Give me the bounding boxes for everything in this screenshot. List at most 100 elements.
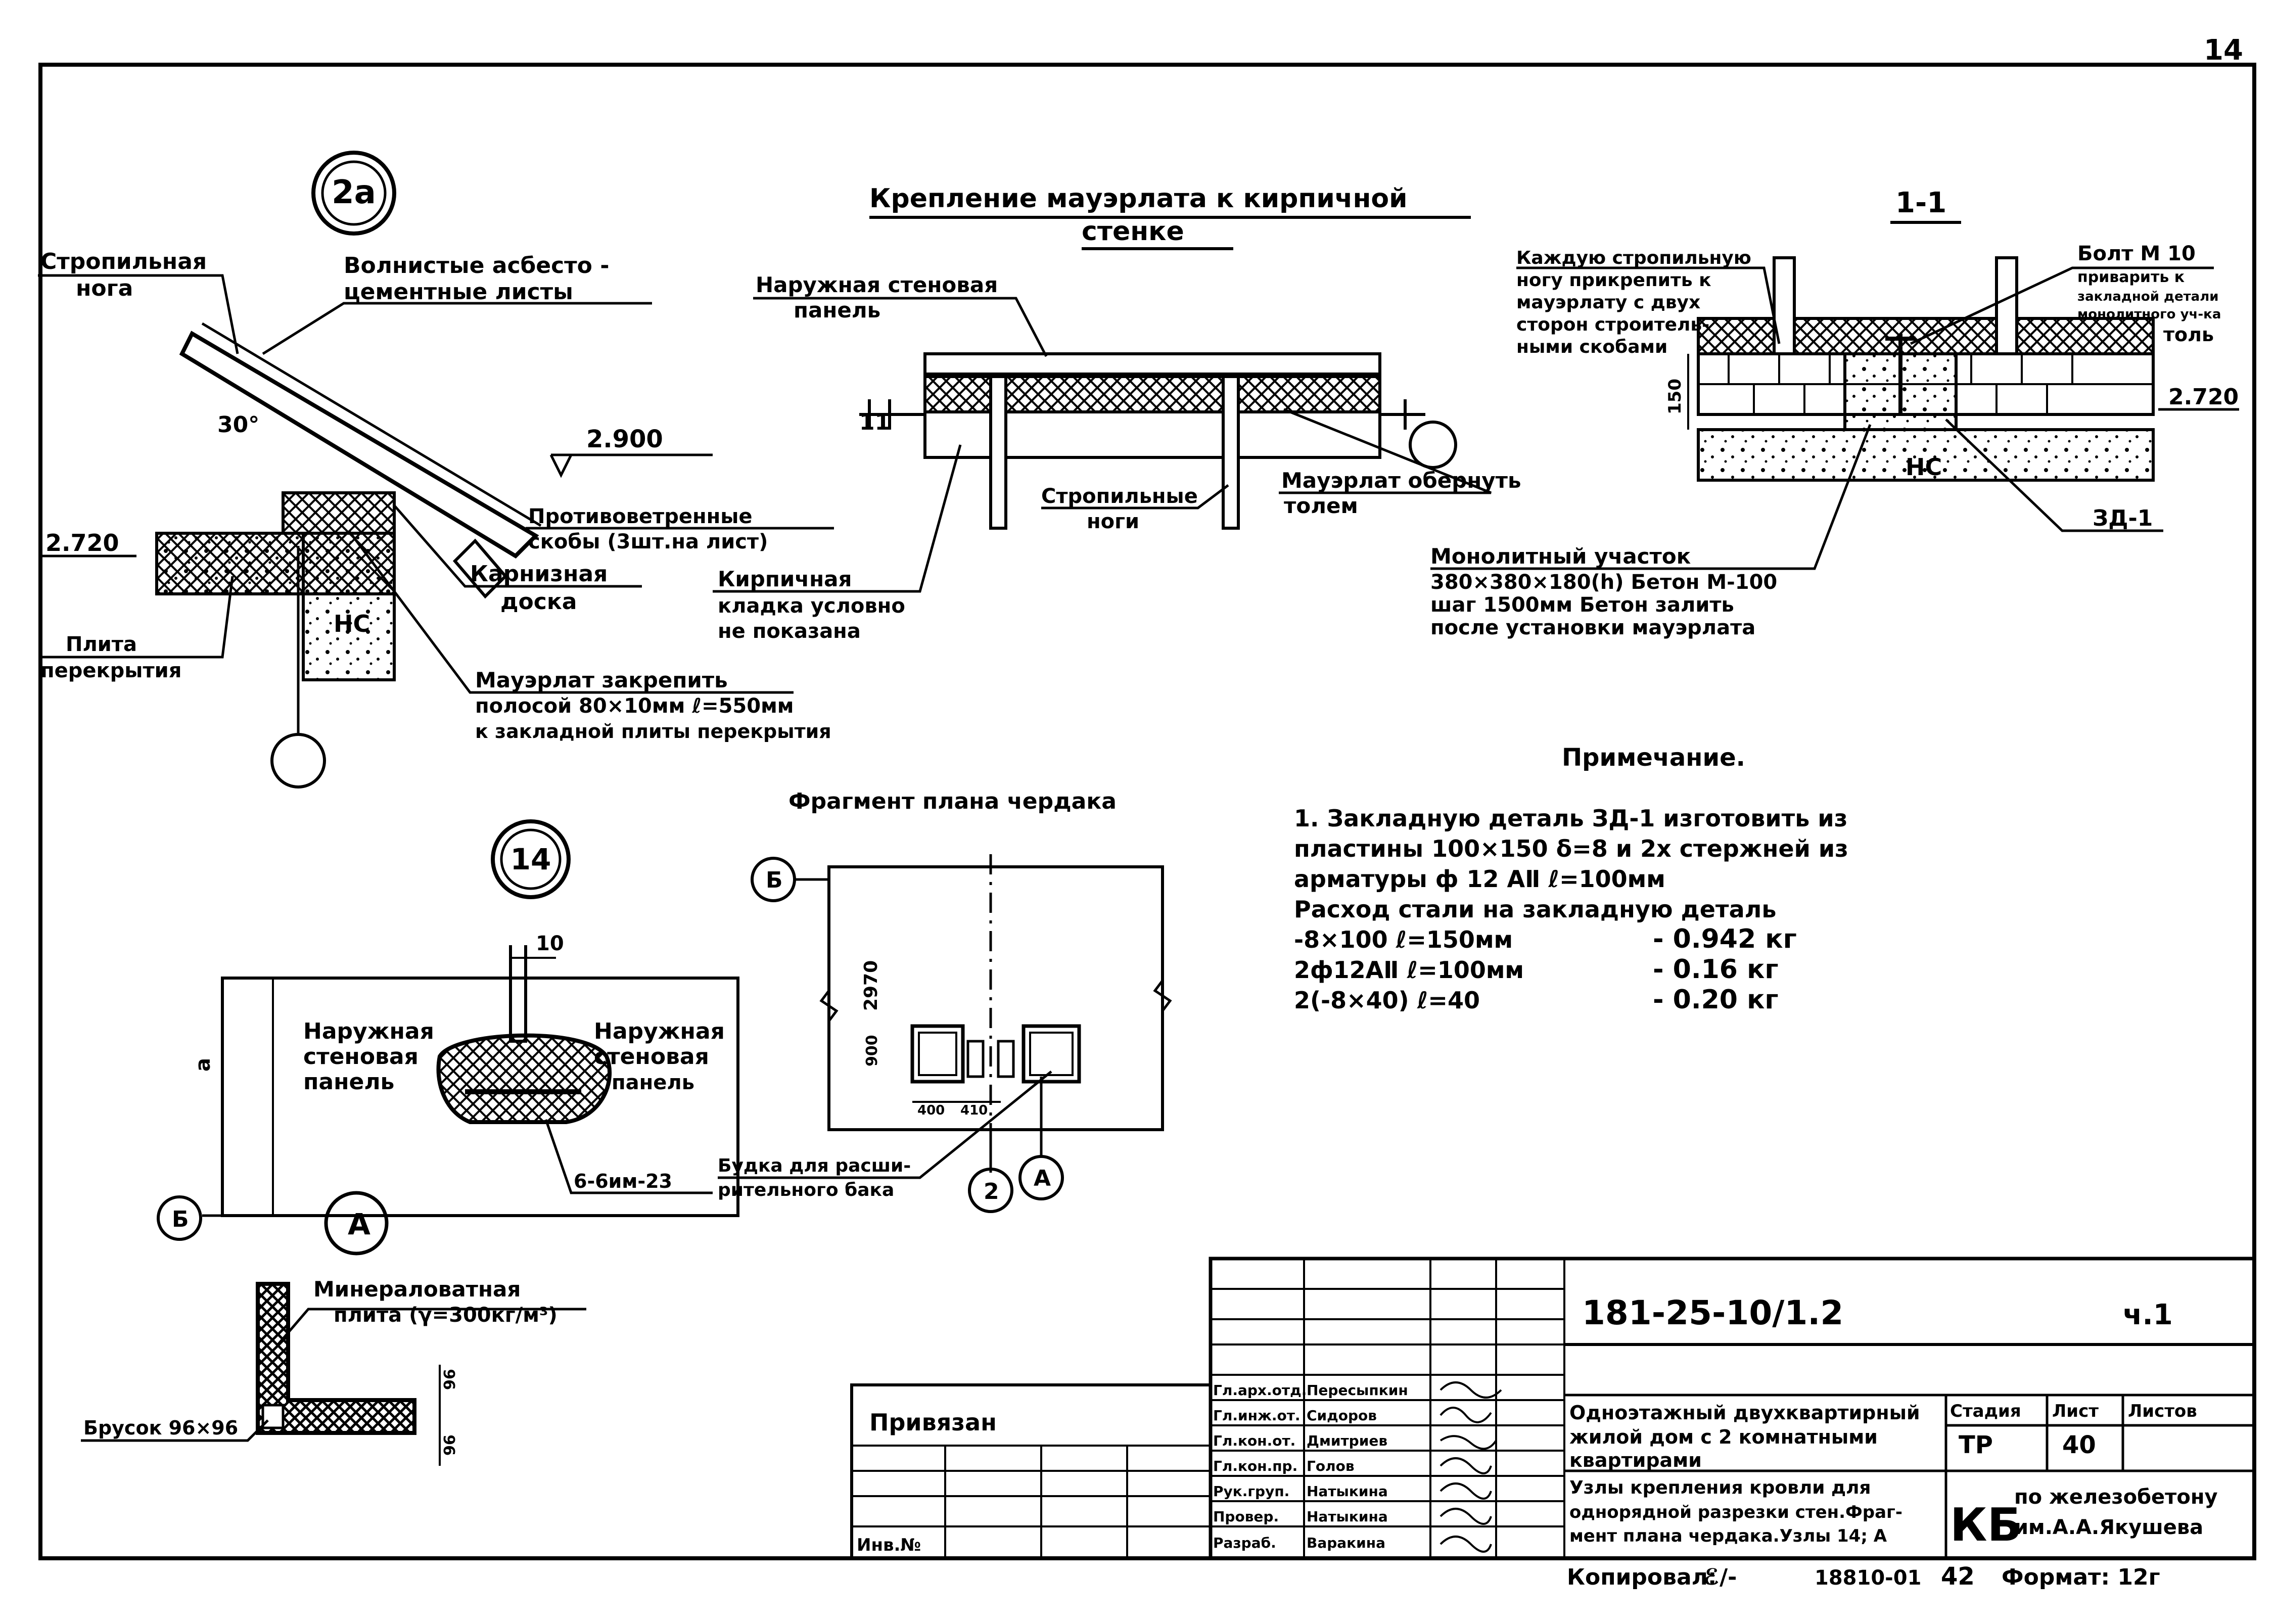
label-rafters-2: ноги [1087, 510, 1139, 533]
plan-lower [923, 410, 1381, 459]
label-zd: ЗД-1 [2093, 505, 2153, 531]
detail-2a-bubble [311, 151, 396, 236]
leader-zd [1945, 419, 2163, 532]
label-mauerlat-fix-1: Мауэрлат закрепить [475, 668, 728, 692]
main-title-line2: стенке [1082, 216, 1184, 247]
label-monolith-4: после установки мауэрлата [1430, 616, 1755, 639]
leader-rafters [1041, 484, 1229, 509]
mauerlat-plan: 11 Наружная стеновая панель Стропильные … [713, 272, 1521, 643]
label-panel-1: Наружная стеновая [756, 272, 998, 297]
label-windproof-2: скобы (3шт.на лист) [528, 530, 768, 553]
detail-14: 14 10 Наружная стеновая панель Наружная … [157, 819, 739, 1241]
footer-num2: 42 [1941, 1562, 1975, 1591]
label-angle: 30° [217, 412, 259, 438]
footer-copied: Копировал: [1567, 1564, 1717, 1590]
leader-panel [753, 297, 1048, 357]
section-bolt [1885, 334, 1916, 414]
section-slab [1697, 428, 2155, 482]
label-elev-left: 2.720 [45, 529, 119, 556]
detail-14-right-panel-1: Наружная [594, 1018, 725, 1044]
detail-14-left-panel-1: Наружная [303, 1018, 434, 1044]
role-4: Гл.кон.пр. [1213, 1458, 1297, 1474]
detail-a-dim-96a: 96 [441, 1369, 459, 1390]
rafter-leg-2 [1222, 375, 1240, 530]
elev-top-mark [549, 454, 573, 478]
attic-dim-400: 400 [917, 1103, 945, 1118]
roof-sheet-line [201, 322, 542, 527]
detail-a: А Минераловатная плита (γ=300кг/м³) Брус… [81, 1191, 586, 1466]
org-name-1: по железобетону [2014, 1486, 2218, 1509]
tank-booth-right [1022, 1024, 1081, 1084]
label-bolt-5: толь [2163, 323, 2214, 346]
attic-break-left [819, 990, 839, 1022]
signatures [1440, 1381, 1502, 1553]
detail-14-frame [221, 977, 739, 1217]
detail-14-joint [509, 945, 527, 1043]
steel-mass-3: - 0.20 кг [1653, 985, 1779, 1015]
label-slab-1: Плита [66, 633, 137, 656]
attic-axis-a-bubble [1018, 1155, 1064, 1200]
label-elev-top: 2.900 [586, 425, 663, 453]
detail-14-bubble-inner [500, 828, 562, 890]
attic-axis-a: А [1034, 1166, 1051, 1191]
project-name-1: Одноэтажный двухквартирный [1569, 1402, 1920, 1424]
label-cornice-2: доска [500, 589, 577, 615]
title-block: Привязан Инв.№ Гл.арх.отд. Пересыпкин Гл… [850, 1257, 2256, 1560]
label-slab-2: перекрытия [40, 659, 181, 682]
sheet-header: Лист [2052, 1401, 2099, 1421]
label-panel-2: панель [794, 298, 880, 322]
role-5: Рук.груп. [1213, 1483, 1289, 1500]
tank-mid-1 [966, 1040, 985, 1078]
leader-each-rafter [1516, 266, 1781, 344]
detail-a-dim-96b: 96 [441, 1434, 459, 1456]
sheet-title-2: однорядной разрезки стен.Фраг- [1569, 1502, 1902, 1522]
detail-2a: 2а Стропильная нога Волнистые асбесто - … [38, 151, 834, 788]
detail-14-axis: Б [172, 1207, 189, 1232]
section-1-1-title: 1-1 [1895, 187, 1946, 219]
leader-wrap [1279, 408, 1492, 494]
label-rafter-2: нога [76, 275, 133, 301]
leader-sheets [262, 302, 652, 355]
attic-plan-title: Фрагмент плана чердака [788, 788, 1117, 814]
detail-14-right-panel-3: панель [612, 1071, 694, 1094]
detail-14-right-panel-2: стеновая [594, 1044, 709, 1070]
label-masonry-2: кладка условно [718, 594, 905, 618]
role-1: Гл.арх.отд. [1213, 1382, 1307, 1399]
attic-dim-900: 900 [863, 1035, 881, 1066]
steel-mass-2: - 0.16 кг [1653, 954, 1779, 985]
leader-14-mark [544, 1119, 713, 1194]
privyazan-grid [852, 1445, 1211, 1558]
tank-booth-left [910, 1024, 965, 1084]
name-2: Сидоров [1307, 1407, 1377, 1424]
label-monolith-1: Монолитный участок [1430, 544, 1691, 569]
attic-axis-2-bubble [968, 1168, 1013, 1213]
project-name-2: жилой дом с 2 комнатными [1569, 1426, 1878, 1448]
detail-a-wool-2: плита (γ=300кг/м³) [334, 1304, 558, 1327]
main-title-line1: Крепление мауэрлата к кирпичной [869, 183, 1408, 214]
label-dim-150: 150 [1665, 379, 1685, 414]
note-line-4: Расход стали на закладную деталь [1294, 896, 1776, 923]
label-mauerlat-fix-3: к закладной плиты перекрытия [475, 720, 831, 743]
leader-bolt [1910, 266, 2214, 345]
sheet-title-3: мент плана чердака.Узлы 14; А [1569, 1526, 1887, 1546]
project-name-3: квартирами [1569, 1449, 1702, 1471]
brick-wall-nc [302, 532, 396, 681]
attic-axis-2: 2 [984, 1179, 999, 1204]
plan-cut-left [859, 399, 925, 430]
leader-wool [277, 1308, 586, 1345]
label-mauerlat-fix-2: полосой 80×10мм ℓ=550мм [475, 694, 794, 718]
name-4: Голов [1307, 1458, 1355, 1474]
label-each-rafter-5: ными скобами [1516, 337, 1667, 357]
note-title: Примечание. [1562, 744, 1745, 772]
label-monolith-2: 380×380×180(h) Бетон М-100 [1430, 571, 1777, 594]
page-number: 14 [2204, 34, 2243, 67]
footer: Копировал: ℰ/- 18810-01 42 Формат: 12г [1567, 1562, 2160, 1591]
label-sheets-1: Волнистые асбесто - [344, 253, 610, 279]
steel-item-2: 2ф12АⅡ ℓ=100мм [1294, 956, 1524, 984]
rafter-leg-1 [989, 375, 1007, 530]
label-sheets-2: цементные листы [344, 279, 573, 305]
steel-mass-1: - 0.942 кг [1653, 924, 1797, 954]
label-cornice-1: Карнизная [470, 561, 608, 587]
detail-14-bubble [491, 819, 571, 899]
